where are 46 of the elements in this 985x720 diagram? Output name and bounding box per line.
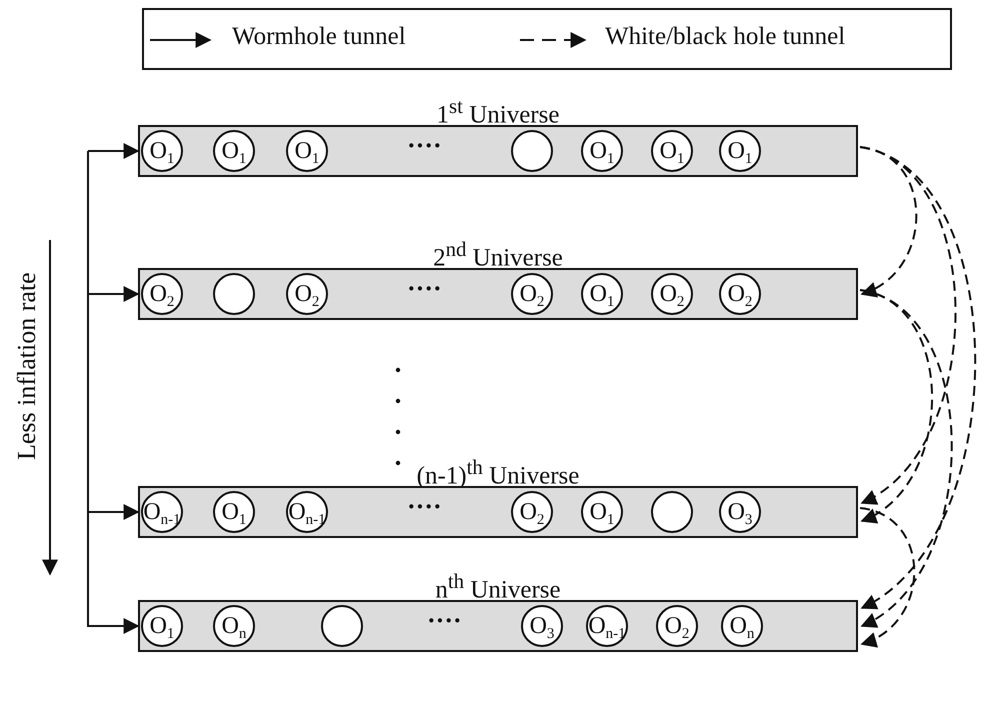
object-circle: O$_{1}$ <box>581 273 623 315</box>
object-circle: O$_{1}$ <box>719 130 761 172</box>
object-circle: O$_{3}$ <box>521 605 563 647</box>
object-circle: O$_{2}$ <box>511 491 553 533</box>
object-circle: O$_{1}$ <box>213 491 255 533</box>
object-circle: O$_{1}$ <box>651 130 693 172</box>
object-circle: O$_{1}$ <box>581 130 623 172</box>
legend-label: Wormhole tunnel <box>232 22 406 52</box>
object-circle: O$_{2}$ <box>141 273 183 315</box>
dashed-arrow <box>860 146 918 296</box>
arrow <box>87 143 140 159</box>
object-circle: O$_{2}$ <box>511 273 553 315</box>
object-circle: O$_{2}$ <box>651 273 693 315</box>
universe-heading: n$^{th}$ Universe <box>435 568 561 606</box>
universe-heading: (n-1)$^{th}$ Universe <box>416 454 580 492</box>
object-circle: O$_{1}$ <box>581 491 623 533</box>
object-circle: O$_{n-1}$ <box>586 605 628 647</box>
dashed-arrow <box>860 507 916 646</box>
object-circle: O$_{1}$ <box>141 130 183 172</box>
dashed-arrow <box>860 146 976 609</box>
dashed-arrow <box>860 146 956 504</box>
object-circle: O$_{n-1}$ <box>286 491 328 533</box>
object-circle: O$_{2}$ <box>719 273 761 315</box>
dashed-arrow <box>860 289 953 627</box>
object-circle: O$_{n-1}$ <box>141 491 183 533</box>
empty-circle <box>651 491 693 533</box>
object-circle: O$_{n}$ <box>213 605 255 647</box>
object-circle: O$_{2}$ <box>286 273 328 315</box>
ellipsis: ···· <box>407 131 442 161</box>
object-circle: O$_{1}$ <box>141 605 183 647</box>
axis-label: Less inflation rate <box>12 272 42 460</box>
ellipsis: ···· <box>407 274 442 304</box>
universe-heading: 2$^{nd}$ Universe <box>433 236 563 274</box>
legend-label: White/black hole tunnel <box>605 22 846 52</box>
universe-heading: 1$^{st}$ Universe <box>436 93 560 130</box>
object-circle: O$_{1}$ <box>286 130 328 172</box>
object-circle: O$_{3}$ <box>719 491 761 533</box>
empty-circle <box>213 273 255 315</box>
object-circle: O$_{1}$ <box>213 130 255 172</box>
dashed-arrow <box>860 289 934 522</box>
empty-circle <box>511 130 553 172</box>
ellipsis: ···· <box>407 492 442 522</box>
object-circle: O$_{2}$ <box>656 605 698 647</box>
object-circle: O$_{n}$ <box>721 605 763 647</box>
ellipsis: ···· <box>427 606 462 636</box>
empty-circle <box>321 605 363 647</box>
